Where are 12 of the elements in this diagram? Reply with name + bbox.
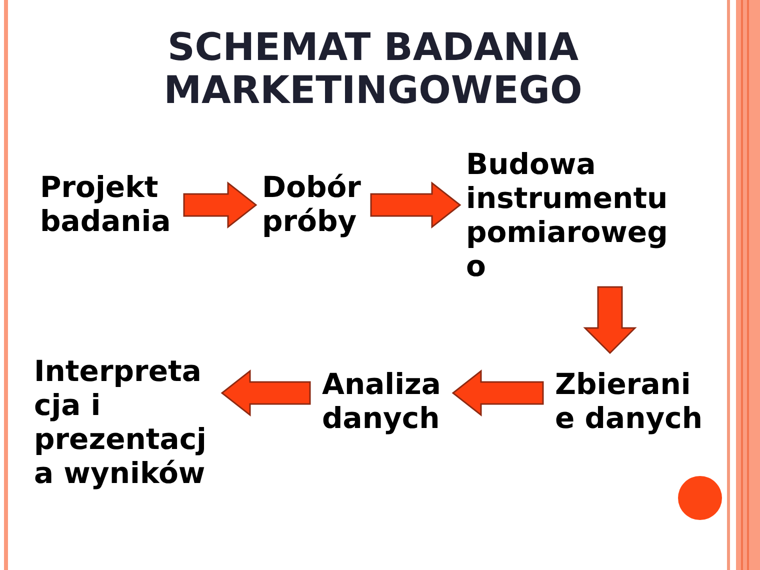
step-label: Projekt badania [40,170,180,238]
step-label: Dobór próby [262,170,367,238]
step-label: Budowa instrumentu pomiarowego [466,147,676,283]
block-arrow [452,369,544,417]
block-arrow [370,181,462,229]
step-label: Zbieranie danych [555,367,707,435]
title: SCHEMAT BADANIA MARKETINGOWEGO [162,26,584,112]
block-arrow [220,369,311,417]
step-label: Analiza danych [322,367,447,435]
block-arrow [183,181,258,229]
block-arrow [583,286,637,354]
step-label: Interpretacja i prezentacja wyników [34,354,214,490]
